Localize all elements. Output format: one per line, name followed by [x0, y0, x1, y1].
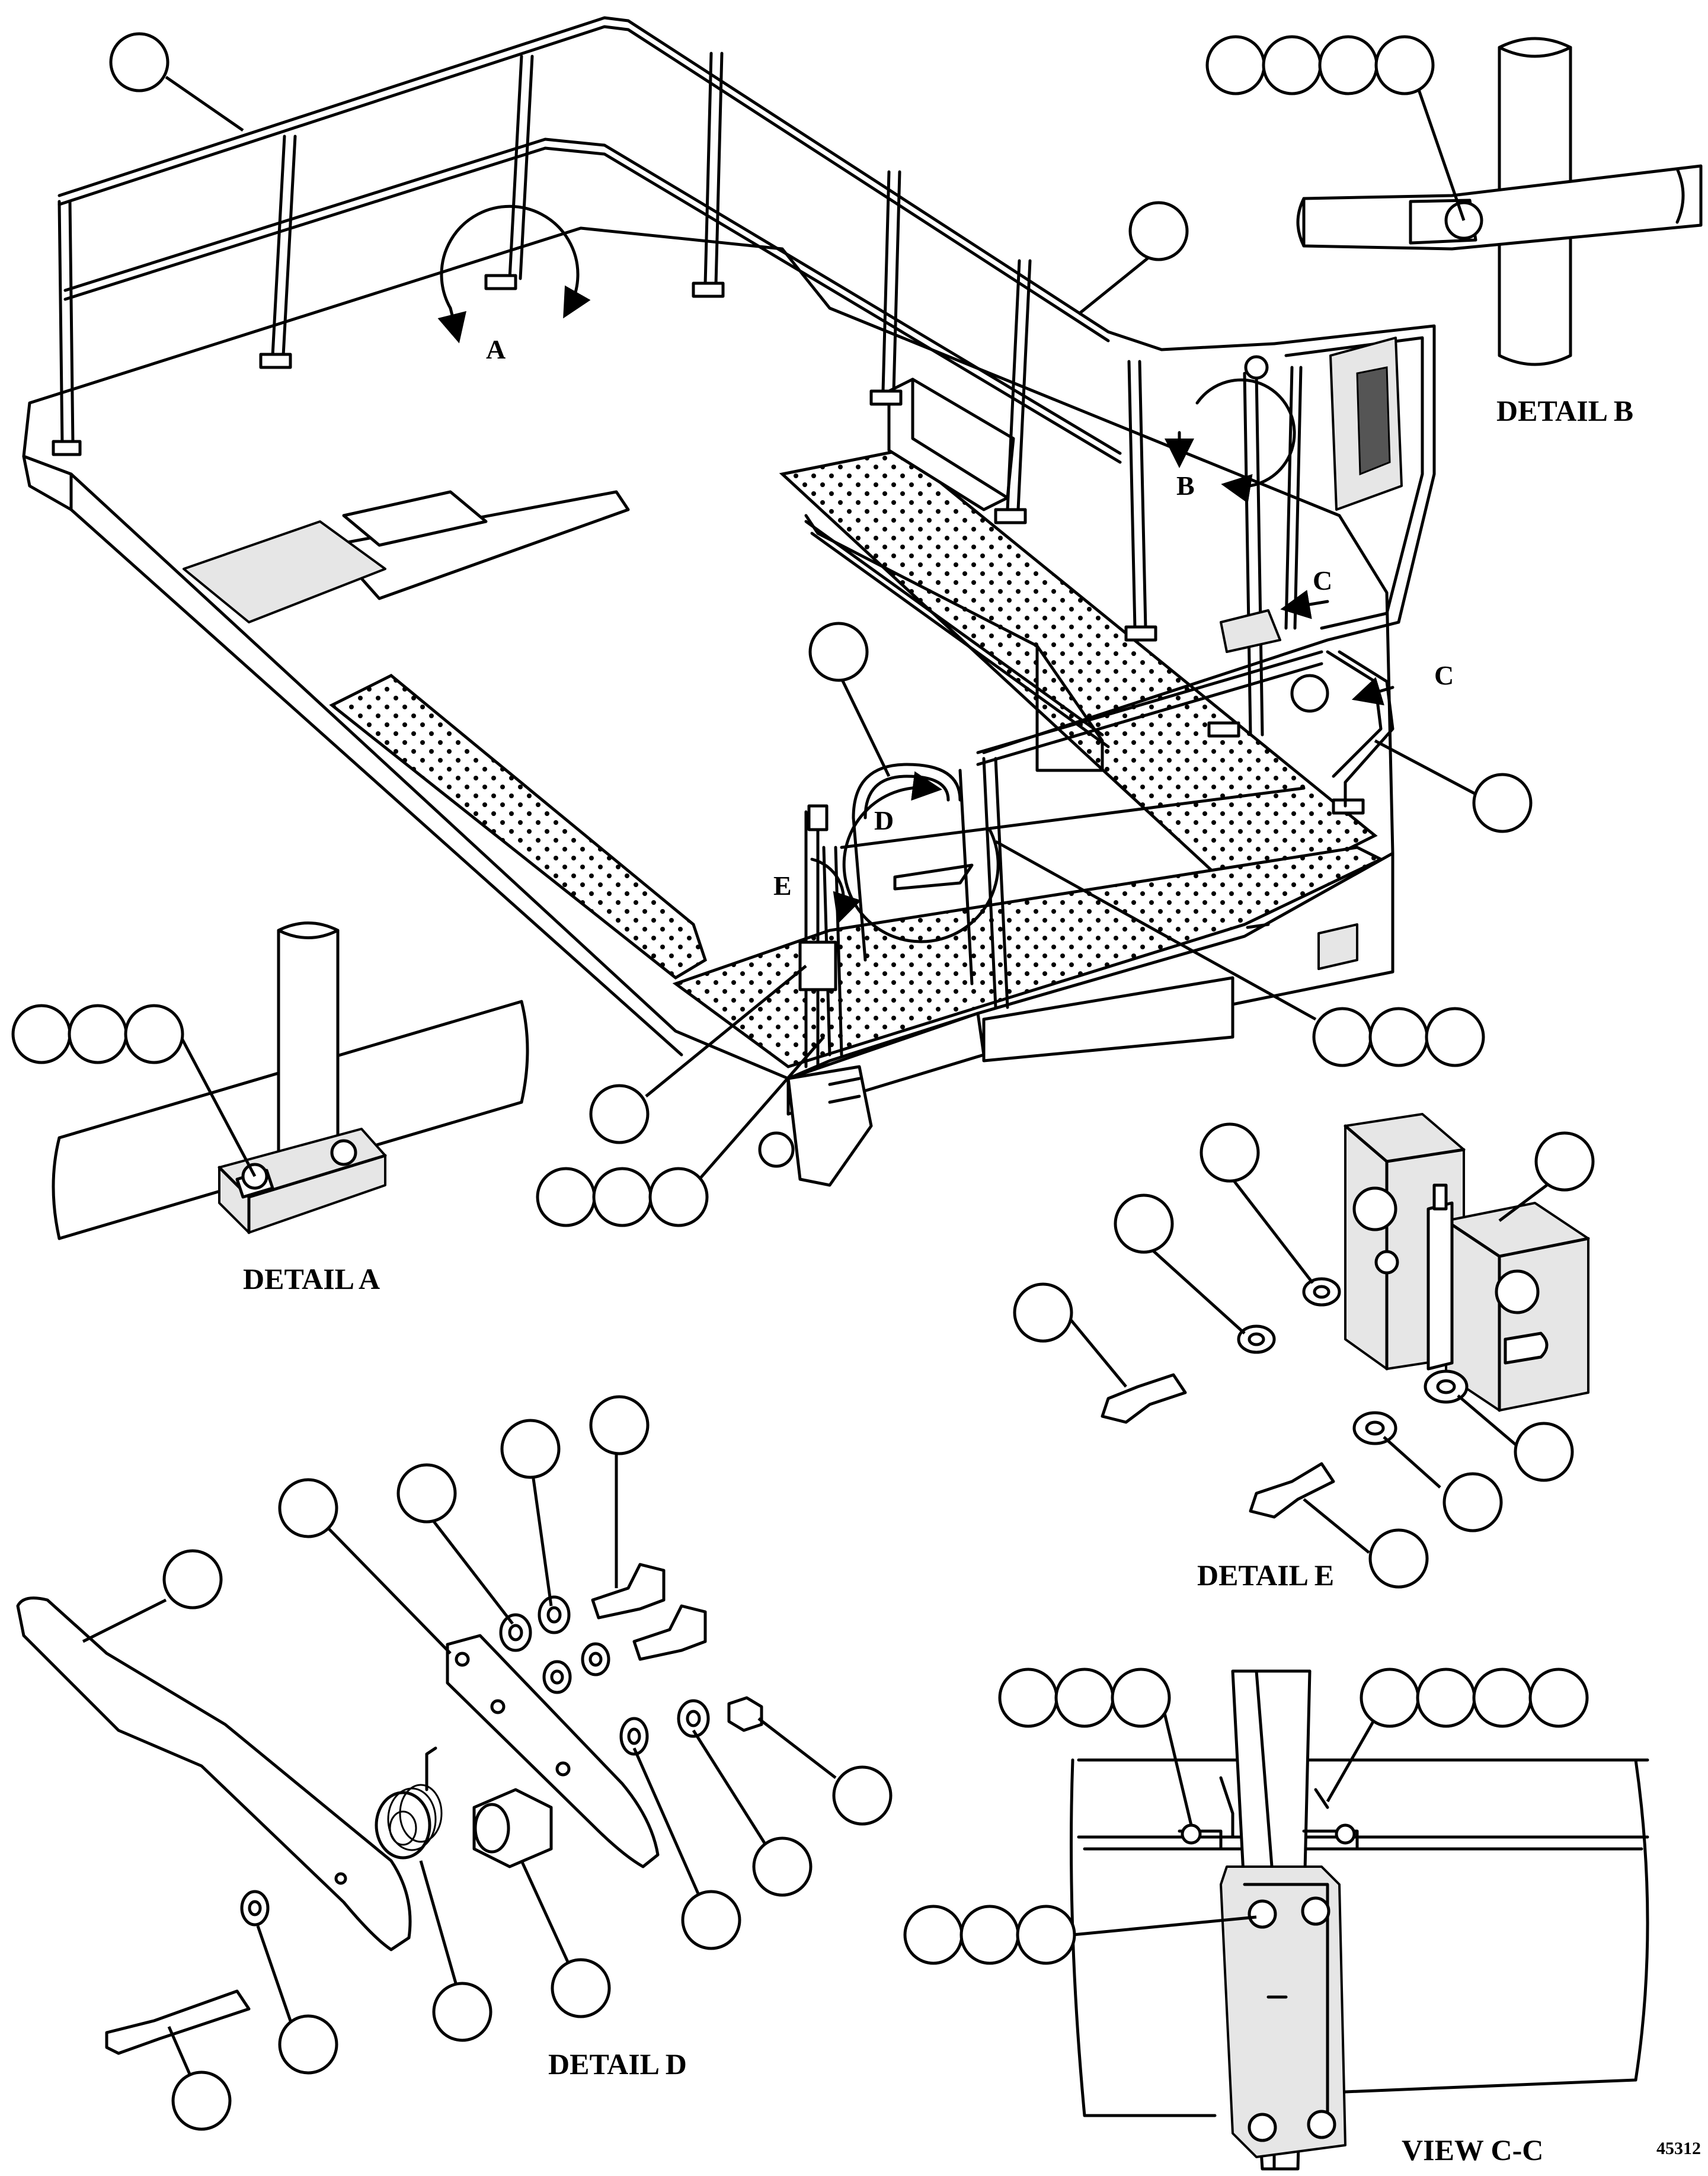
hinge-bracket: [1220, 1865, 1346, 2158]
callout-bubble: [1013, 1282, 1073, 1343]
callout-bubble: [959, 1905, 1020, 1965]
callout-bubble: [162, 1549, 223, 1609]
view-callout-a: A: [486, 334, 506, 364]
callout-bubble: [1368, 1528, 1429, 1589]
latch-arm: [16, 1596, 412, 1951]
callout-bubble: [1416, 1668, 1476, 1728]
detail-e-label: DETAIL E: [1197, 1559, 1334, 1592]
callout-bubble: [1368, 1007, 1429, 1067]
perforated-walkway-right: [779, 449, 1378, 903]
callout-bubble: [68, 1004, 128, 1064]
view-c-c-label: VIEW C-C: [1402, 2133, 1543, 2167]
callout-bubble: [278, 1478, 338, 1538]
top-guard-rail: [57, 16, 1276, 351]
callout-bubble: [1016, 1905, 1076, 1965]
callout-bubble: [592, 1167, 653, 1227]
latch-plate: [446, 1634, 660, 1868]
torsion-spring: [375, 1746, 443, 1860]
callout-bubble: [808, 622, 869, 682]
perforated-walkway-front: [672, 846, 1384, 1068]
view-callout-c-upper: C: [1313, 565, 1332, 596]
detail-d-label: DETAIL D: [548, 2047, 687, 2081]
callout-bubble: [1111, 1668, 1171, 1728]
view-callout-d: D: [874, 805, 894, 836]
platform-assembly: [22, 16, 1436, 1187]
callout-bubble: [551, 1958, 611, 2018]
main-callouts: [109, 32, 1533, 1227]
callout-bubble: [1114, 1193, 1174, 1254]
callout-bubble: [1534, 1131, 1595, 1192]
callout-bubble: [589, 1395, 650, 1455]
control-box: [1317, 923, 1358, 970]
callout-bubble: [1528, 1668, 1589, 1728]
callout-bubble: [1514, 1422, 1574, 1482]
callout-bubble: [752, 1836, 813, 1897]
figure-number: 45312: [1656, 2139, 1701, 2158]
callout-bubble: [432, 1982, 492, 2042]
callout-bubble: [1425, 1007, 1485, 1067]
callout-bubble: [1262, 35, 1322, 95]
callout-bubble: [1318, 35, 1378, 95]
callout-bubble: [832, 1765, 893, 1826]
callout-bubble: [903, 1905, 964, 1965]
detail-a: DETAIL A: [11, 921, 529, 1295]
platform-deck: [22, 226, 1394, 1080]
view-callout-c-lower: C: [1434, 660, 1454, 690]
callout-bubble: [1200, 1122, 1260, 1183]
detail-a-label: DETAIL A: [243, 1262, 380, 1295]
hex-nut: [727, 1696, 763, 1732]
callout-bubble: [1312, 1007, 1373, 1067]
detail-b-label: DETAIL B: [1496, 394, 1633, 427]
callout-bubble: [124, 1004, 184, 1064]
hex-bolt: [591, 1563, 666, 1620]
callout-bubble: [1360, 1668, 1420, 1728]
callout-bubble: [998, 1668, 1058, 1728]
view-callout-e: E: [773, 871, 792, 901]
detail-e: DETAIL E: [1013, 1113, 1595, 1592]
view-indicators: A B C C D E: [437, 204, 1454, 943]
callout-bubble: [589, 1084, 650, 1144]
callout-bubble: [171, 2071, 232, 2131]
callout-bubble: [536, 1167, 596, 1227]
detail-d: DETAIL D: [16, 1395, 893, 2131]
callout-bubble: [500, 1419, 561, 1479]
callout-bubble: [1442, 1472, 1503, 1532]
callout-bubble: [396, 1463, 457, 1524]
callout-bubble: [648, 1167, 709, 1227]
view-callout-b: B: [1176, 471, 1195, 501]
callout-bubble: [11, 1004, 72, 1064]
callout-bubble: [1472, 1668, 1533, 1728]
callout-bubble: [1374, 35, 1435, 95]
detail-b: DETAIL B: [1205, 35, 1703, 427]
callout-bubble: [1054, 1668, 1115, 1728]
callout-bubble: [1128, 201, 1189, 261]
callout-bubble: [109, 32, 169, 92]
view-c-c: VIEW C-C: [903, 1668, 1649, 2171]
callout-bubble: [1205, 35, 1266, 95]
perforated-walkway-left: [329, 674, 708, 980]
callout-bubble: [278, 2014, 338, 2075]
hex-bolt: [1101, 1373, 1187, 1424]
callout-bubble: [681, 1890, 741, 1950]
callout-bubble: [1472, 773, 1533, 833]
